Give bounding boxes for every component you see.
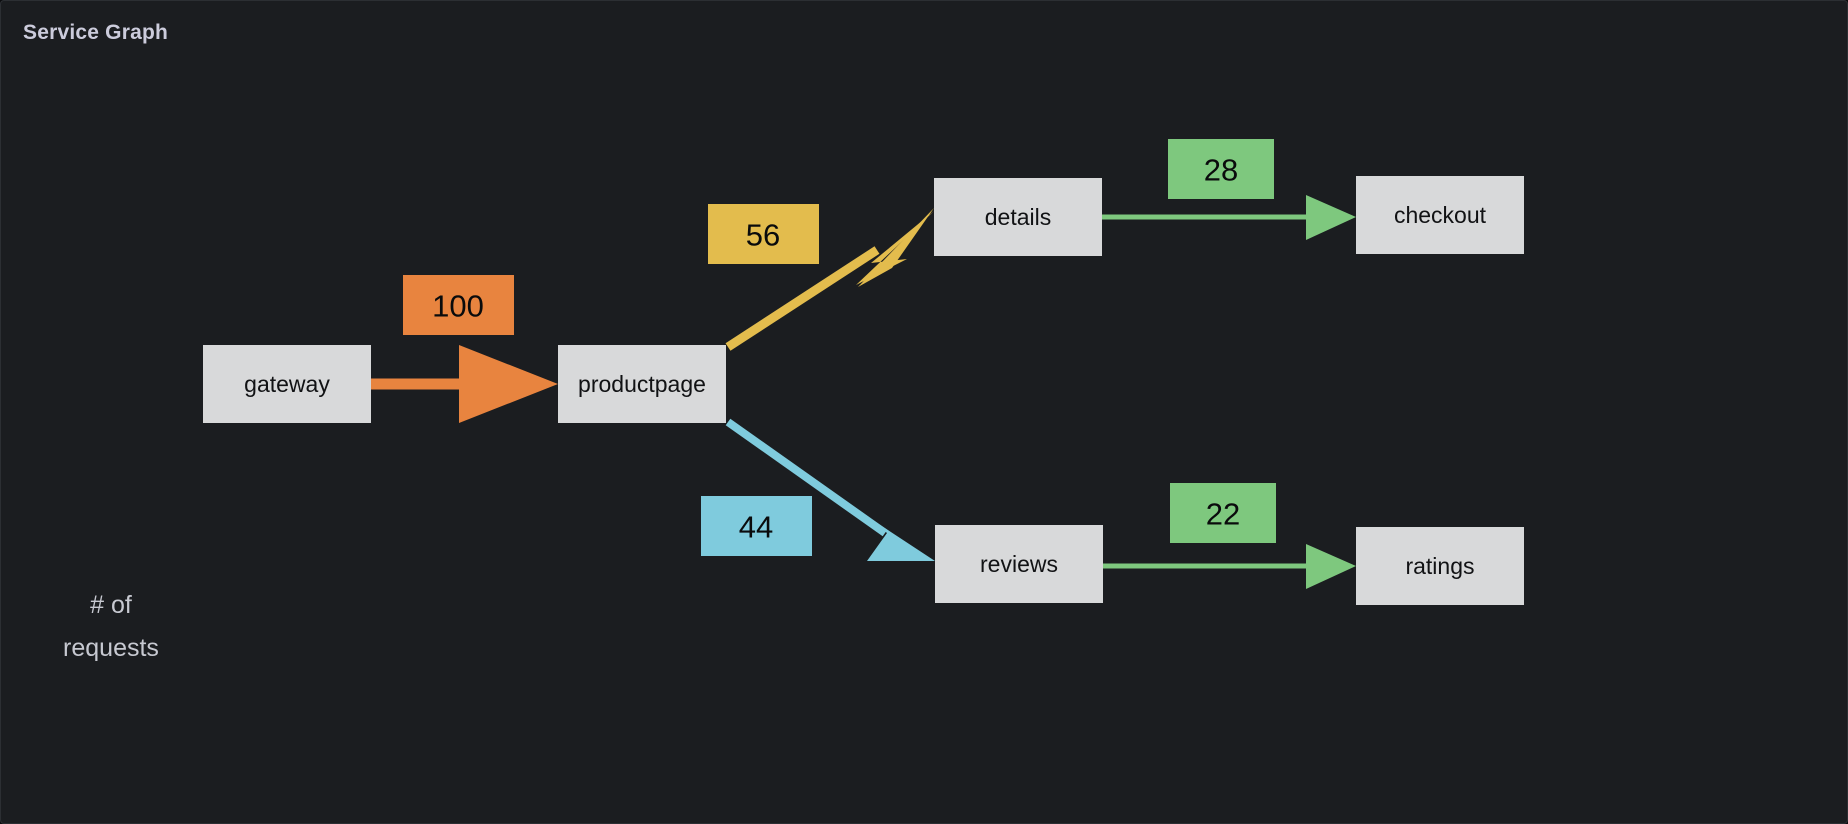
node-label: ratings [1405,553,1474,579]
edge-label-28[interactable]: 28 [1168,139,1274,199]
node-ratings[interactable]: ratings [1356,527,1524,605]
edge-label-box [1168,139,1274,199]
edge-label-box [1170,483,1276,543]
node-box [203,345,371,423]
node-label: details [985,204,1051,230]
arrowhead [1306,195,1356,240]
page-title: Service Graph [23,21,169,44]
metric-caption: # of requests [63,591,159,662]
arrowhead [862,513,935,561]
edge-details-checkout[interactable] [1102,195,1356,240]
edge-label-value: 100 [432,289,484,324]
node-reviews[interactable]: reviews [935,525,1103,603]
edge-label-value: 56 [746,218,780,253]
node-label: productpage [578,371,706,397]
edge-label-value: 28 [1204,153,1238,188]
node-box [1356,176,1524,254]
edge-label-100[interactable]: 100 [403,275,514,335]
arrowhead [1306,544,1356,589]
edge-gateway-productpage[interactable] [371,345,558,423]
edge-reviews-ratings[interactable] [1103,544,1356,589]
node-details[interactable]: details [934,178,1102,256]
edge-shaft [725,246,880,351]
edge-label-value: 22 [1206,497,1240,532]
node-box [558,345,726,423]
node-label: checkout [1394,202,1487,228]
node-checkout[interactable]: checkout [1356,176,1524,254]
edge-shaft [725,418,888,537]
edge-label-value: 44 [739,510,773,545]
caption-line-1: # of [90,591,132,619]
node-label: reviews [980,551,1058,577]
node-label: gateway [244,371,330,397]
arrowhead-fill [858,208,934,287]
node-box [1356,527,1524,605]
caption-line-2: requests [63,634,159,662]
edge-productpage-reviews[interactable] [725,418,935,561]
node-gateway[interactable]: gateway [203,345,371,423]
edge-productpage-details[interactable] [725,208,934,351]
arrowhead [459,345,558,423]
node-productpage[interactable]: productpage [558,345,726,423]
node-box [934,178,1102,256]
edge-label-box [708,204,819,264]
edge-label-22[interactable]: 22 [1170,483,1276,543]
node-box [935,525,1103,603]
edge-label-box [403,275,514,335]
edge-label-44[interactable]: 44 [701,496,812,556]
edge-label-56[interactable]: 56 [708,204,819,264]
edge-label-box [701,496,812,556]
